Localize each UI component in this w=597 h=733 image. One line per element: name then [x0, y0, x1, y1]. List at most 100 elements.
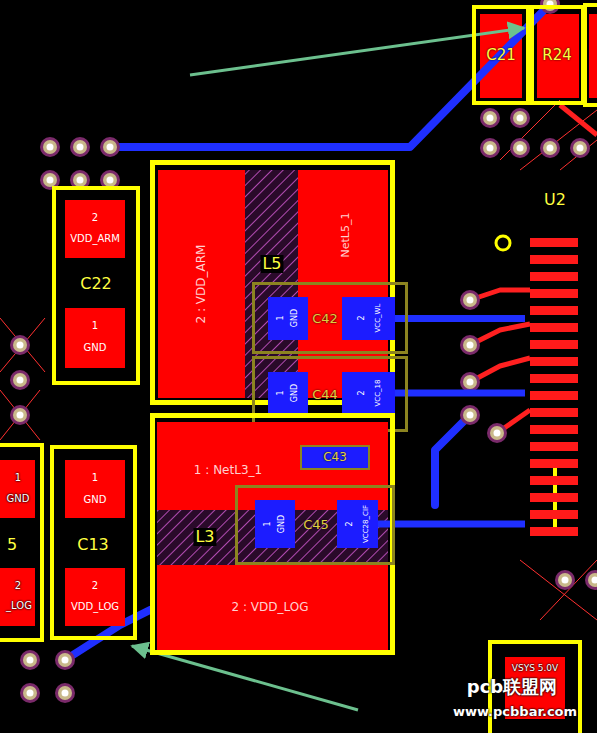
- part-label: C21: [486, 48, 516, 63]
- red-trace: [560, 105, 597, 135]
- via: [55, 683, 75, 703]
- smd-pad: 2VCC_WL: [342, 297, 395, 340]
- ic-pin: [530, 238, 578, 538]
- smd-pad: 1GND: [268, 297, 308, 340]
- copper-trace: [395, 315, 525, 322]
- watermark: pcb联盟网: [467, 678, 557, 696]
- via: [510, 108, 530, 128]
- pcb-label: 2: [15, 581, 21, 591]
- smd-pad: 1GND: [65, 460, 125, 518]
- capacitor-footprint: C45 1 GND 2 VCC28_CIF: [235, 485, 395, 565]
- via: [40, 137, 60, 157]
- silkscreen-outline: [496, 236, 510, 250]
- ratsnest-line: [500, 100, 597, 170]
- pad-label: GND: [278, 515, 286, 533]
- capacitor-footprint: C222VDD_ARM1GND: [52, 186, 140, 385]
- via: [460, 335, 480, 355]
- pcb-label: _LOG: [6, 601, 32, 611]
- pad-label: GND: [84, 495, 107, 505]
- via: [540, 138, 560, 158]
- ratsnest-line: [0, 318, 45, 440]
- hatch-area: [157, 170, 388, 565]
- pcb-label: 5: [7, 537, 17, 553]
- pad-label: GND: [291, 309, 299, 327]
- pad-label: 2: [92, 213, 98, 223]
- via: [10, 0, 597, 703]
- copper-trace: [395, 390, 525, 397]
- copper-pad: [480, 14, 522, 98]
- pad-label: 1: [264, 521, 272, 526]
- part-label: C22: [80, 276, 112, 292]
- capacitor-footprint: C42 1GND 2VCC_WL: [252, 282, 408, 354]
- pad-label: 2: [346, 521, 354, 526]
- pad-label: 1 : NetL3_1: [194, 464, 262, 476]
- pad-label: 1: [92, 473, 98, 483]
- part-label: C44: [312, 388, 338, 401]
- annotation-arrow: [132, 646, 358, 710]
- smd-pad: 2VDD_ARM: [65, 200, 125, 258]
- via: [20, 683, 40, 703]
- smd-pad: 2 VCC28_CIF: [337, 500, 378, 548]
- pad-label: GND: [84, 343, 107, 353]
- annotation-arrow: [132, 28, 524, 710]
- part-label: R24: [542, 48, 572, 63]
- via: [487, 423, 507, 443]
- capacitor-footprint: C21: [472, 5, 530, 105]
- pad-label: GND: [291, 384, 299, 402]
- part-label: C13: [77, 537, 109, 553]
- smd-pad: 1 GND: [255, 500, 295, 548]
- pad-label: 2: [358, 390, 366, 395]
- pad-label: NetL5_1: [340, 213, 351, 258]
- copper-trace: [378, 521, 525, 528]
- silkscreen-outline: [585, 5, 597, 105]
- ic-outline: U2: [525, 185, 597, 547]
- copper-pad: [0, 568, 35, 626]
- pcb-label: GND: [7, 494, 30, 504]
- blue-trace: [118, 4, 550, 147]
- inductor-footprint: L3 1 : NetL3_1 C43C45 1 GND 2 VCC28_CIF 2 : VDD…: [150, 413, 395, 655]
- via: [555, 570, 575, 590]
- smd-pad: 2VDD_LOG: [65, 568, 125, 626]
- part-label: U2: [544, 192, 566, 208]
- copper-pad: [589, 14, 597, 98]
- via: [480, 108, 500, 128]
- copper-pad: [537, 14, 579, 98]
- pcb-label: VSYS 5.0V: [512, 664, 558, 673]
- smd-pad: 2 : VDD_ARM: [158, 170, 245, 398]
- via: [55, 650, 75, 670]
- resistor-footprint: R24: [530, 5, 585, 105]
- pcb-label: 1: [15, 473, 21, 483]
- watermark: www.pcbbar.com: [453, 705, 577, 718]
- capacitor-footprint: C13 1GND 2VDD_LOG: [50, 445, 137, 640]
- capacitor-footprint: C44 1 GND 2 VCC_18: [252, 356, 408, 432]
- part-label: C42: [312, 312, 338, 325]
- via: [510, 138, 530, 158]
- smd-pad: 2 VCC_18: [342, 372, 395, 414]
- pad-label: VDD_ARM: [70, 234, 120, 244]
- via: [460, 372, 480, 392]
- smd-pad: 1 GND: [268, 372, 308, 414]
- via: [70, 137, 90, 157]
- pad-label: 1: [277, 390, 285, 395]
- pad-label: VCC_18: [375, 380, 382, 407]
- part-label: C45: [303, 518, 329, 531]
- pad-label: VDD_LOG: [71, 602, 119, 612]
- copper-pad: [0, 460, 35, 518]
- blue-trace: [435, 415, 470, 505]
- pad-label: VCC28_CIF: [363, 505, 370, 543]
- pad-label: 2 : VDD_ARM: [195, 245, 207, 324]
- via: [460, 405, 480, 425]
- part-label: C43: [323, 451, 347, 463]
- pad-label: 2: [358, 315, 366, 320]
- silkscreen-outline: [0, 445, 42, 640]
- part-label: L5: [260, 255, 283, 273]
- part-label: L3: [193, 528, 216, 546]
- via: [10, 335, 30, 355]
- red-trace: [470, 105, 597, 433]
- via: [480, 138, 500, 158]
- via: [10, 405, 30, 425]
- via: [100, 137, 120, 157]
- pad-label: 2 : VDD_LOG: [232, 601, 309, 613]
